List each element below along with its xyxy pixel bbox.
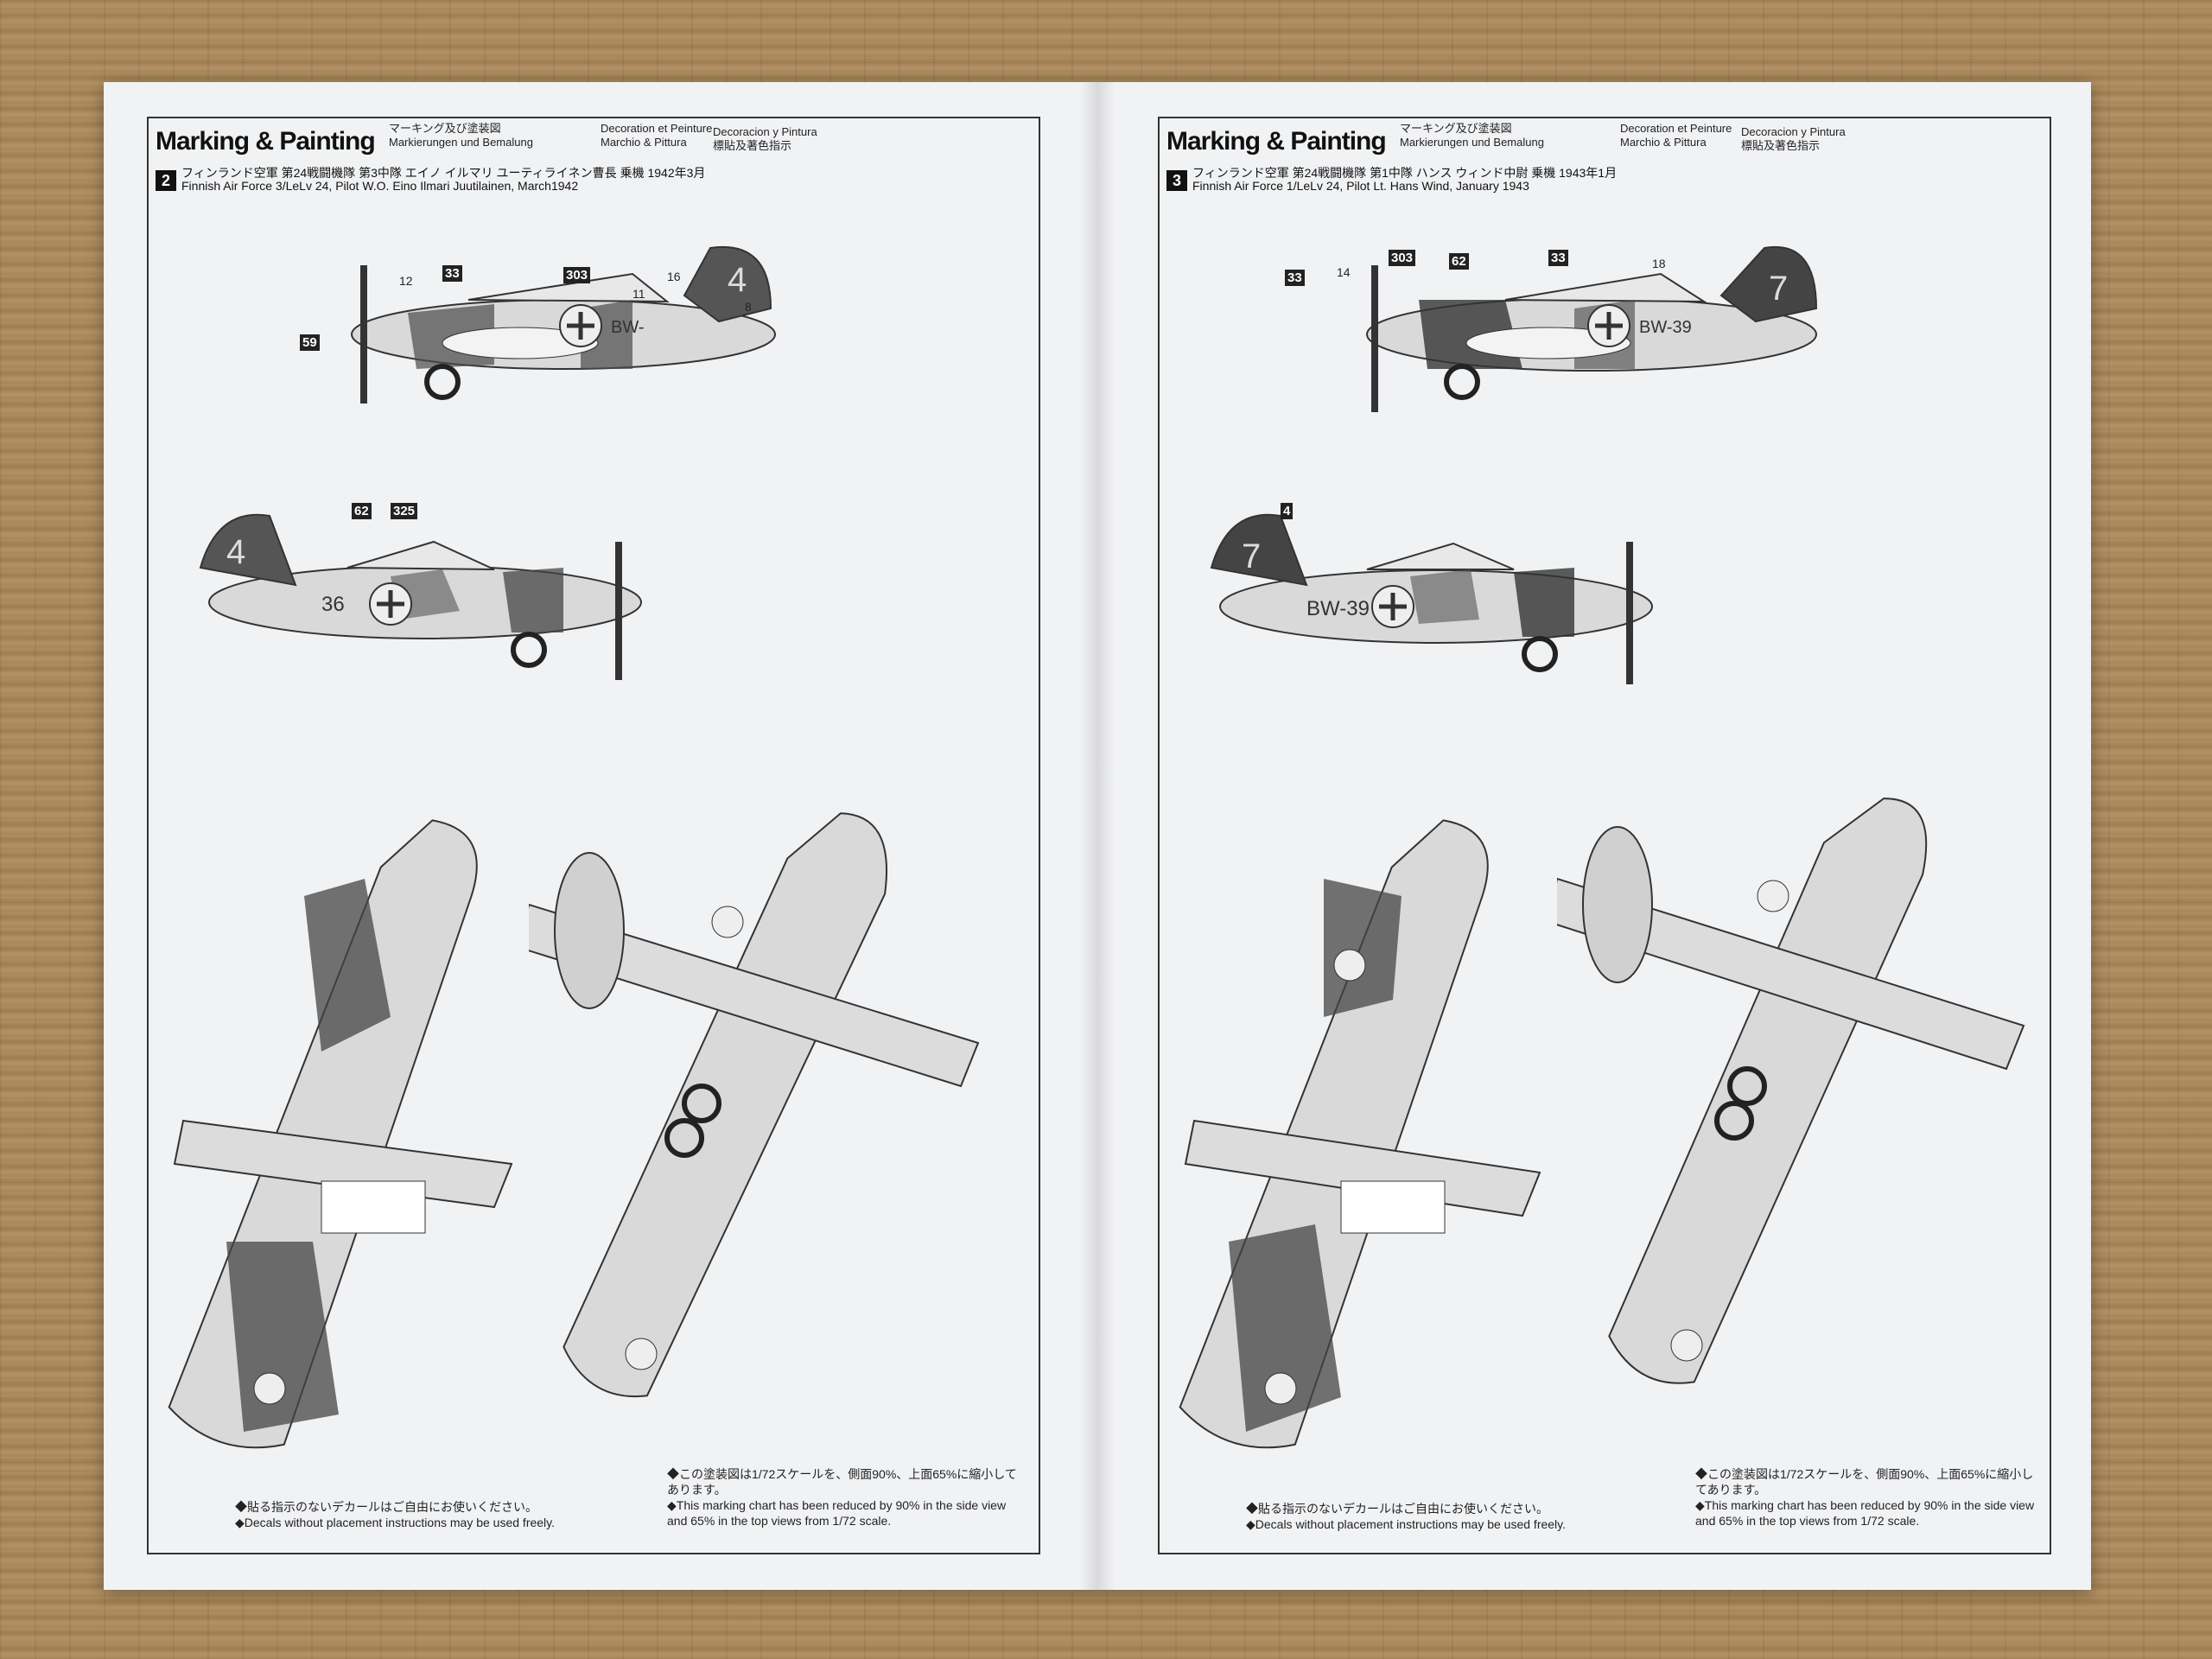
tail-number: 7: [1769, 270, 1788, 308]
callout-box: 62: [352, 503, 372, 519]
tail-number: 7: [1242, 537, 1261, 575]
tail-number: 4: [226, 533, 245, 571]
note-right: ◆この塗装図は1/72スケールを、側面90%、上面65%に縮小してあります。◆T…: [667, 1467, 1017, 1528]
plan-view-top: [1557, 798, 2025, 1384]
callout-box: 33: [1548, 250, 1568, 266]
note-left: ◆貼る指示のないデカールはご自由にお使いください。◆Decals without…: [235, 1500, 556, 1529]
scheme-caption: フィンランド空軍 第24戦闘機隊 第1中隊 ハンス ウィンド中尉 乗機 1943…: [1192, 166, 1618, 193]
callout-box: 4: [1281, 503, 1294, 519]
propeller: [1626, 542, 1633, 684]
callout-box: 59: [300, 334, 320, 351]
propeller: [1371, 265, 1378, 412]
propeller: [615, 542, 622, 680]
callout: 12: [399, 274, 413, 288]
page-title: Marking & Painting: [156, 127, 376, 156]
propeller: [360, 265, 367, 404]
callout-box: 303: [563, 267, 591, 283]
callout: 11: [632, 287, 645, 301]
callout-box: 303: [1389, 250, 1416, 266]
fuselage-code: BW-39: [1639, 318, 1692, 337]
callout-box: 62: [1449, 253, 1469, 270]
page-title: Marking & Painting: [1166, 127, 1387, 156]
callout-box: 325: [391, 503, 418, 519]
fuselage-code: 36: [321, 593, 345, 616]
fuselage-code: BW-: [611, 318, 645, 337]
scheme-caption: フィンランド空軍 第24戦闘機隊 第3中隊 エイノ イルマリ ユーティライネン曹…: [181, 166, 706, 193]
scheme-number: 3: [1166, 170, 1187, 191]
callout: 16: [667, 270, 681, 283]
callout: 14: [1337, 265, 1351, 279]
callout: 18: [1652, 257, 1666, 270]
tail-number: 4: [728, 261, 747, 299]
note-right: ◆この塗装図は1/72スケールを、側面90%、上面65%に縮小してあります。◆T…: [1695, 1467, 2035, 1528]
side-view-left: 7 BW-39: [1210, 513, 1653, 684]
plan-view-underside: [1179, 819, 1541, 1449]
side-view-left: 4 36: [199, 513, 642, 680]
callout-box: 33: [442, 265, 462, 282]
callout-box: 33: [1285, 270, 1305, 286]
scheme-number: 2: [156, 170, 176, 191]
callout: 8: [745, 300, 752, 314]
side-view-right: 4 BW-: [351, 245, 776, 404]
note-left: ◆貼る指示のないデカールはご自由にお使いください。◆Decals without…: [1246, 1502, 1567, 1531]
booklet-gutter: [1080, 82, 1115, 1590]
plan-view-underside: [168, 819, 513, 1449]
side-view-right: 7 BW-39: [1366, 245, 1818, 412]
fuselage-code: BW-39: [1306, 597, 1370, 620]
plan-view-top: [529, 812, 980, 1398]
